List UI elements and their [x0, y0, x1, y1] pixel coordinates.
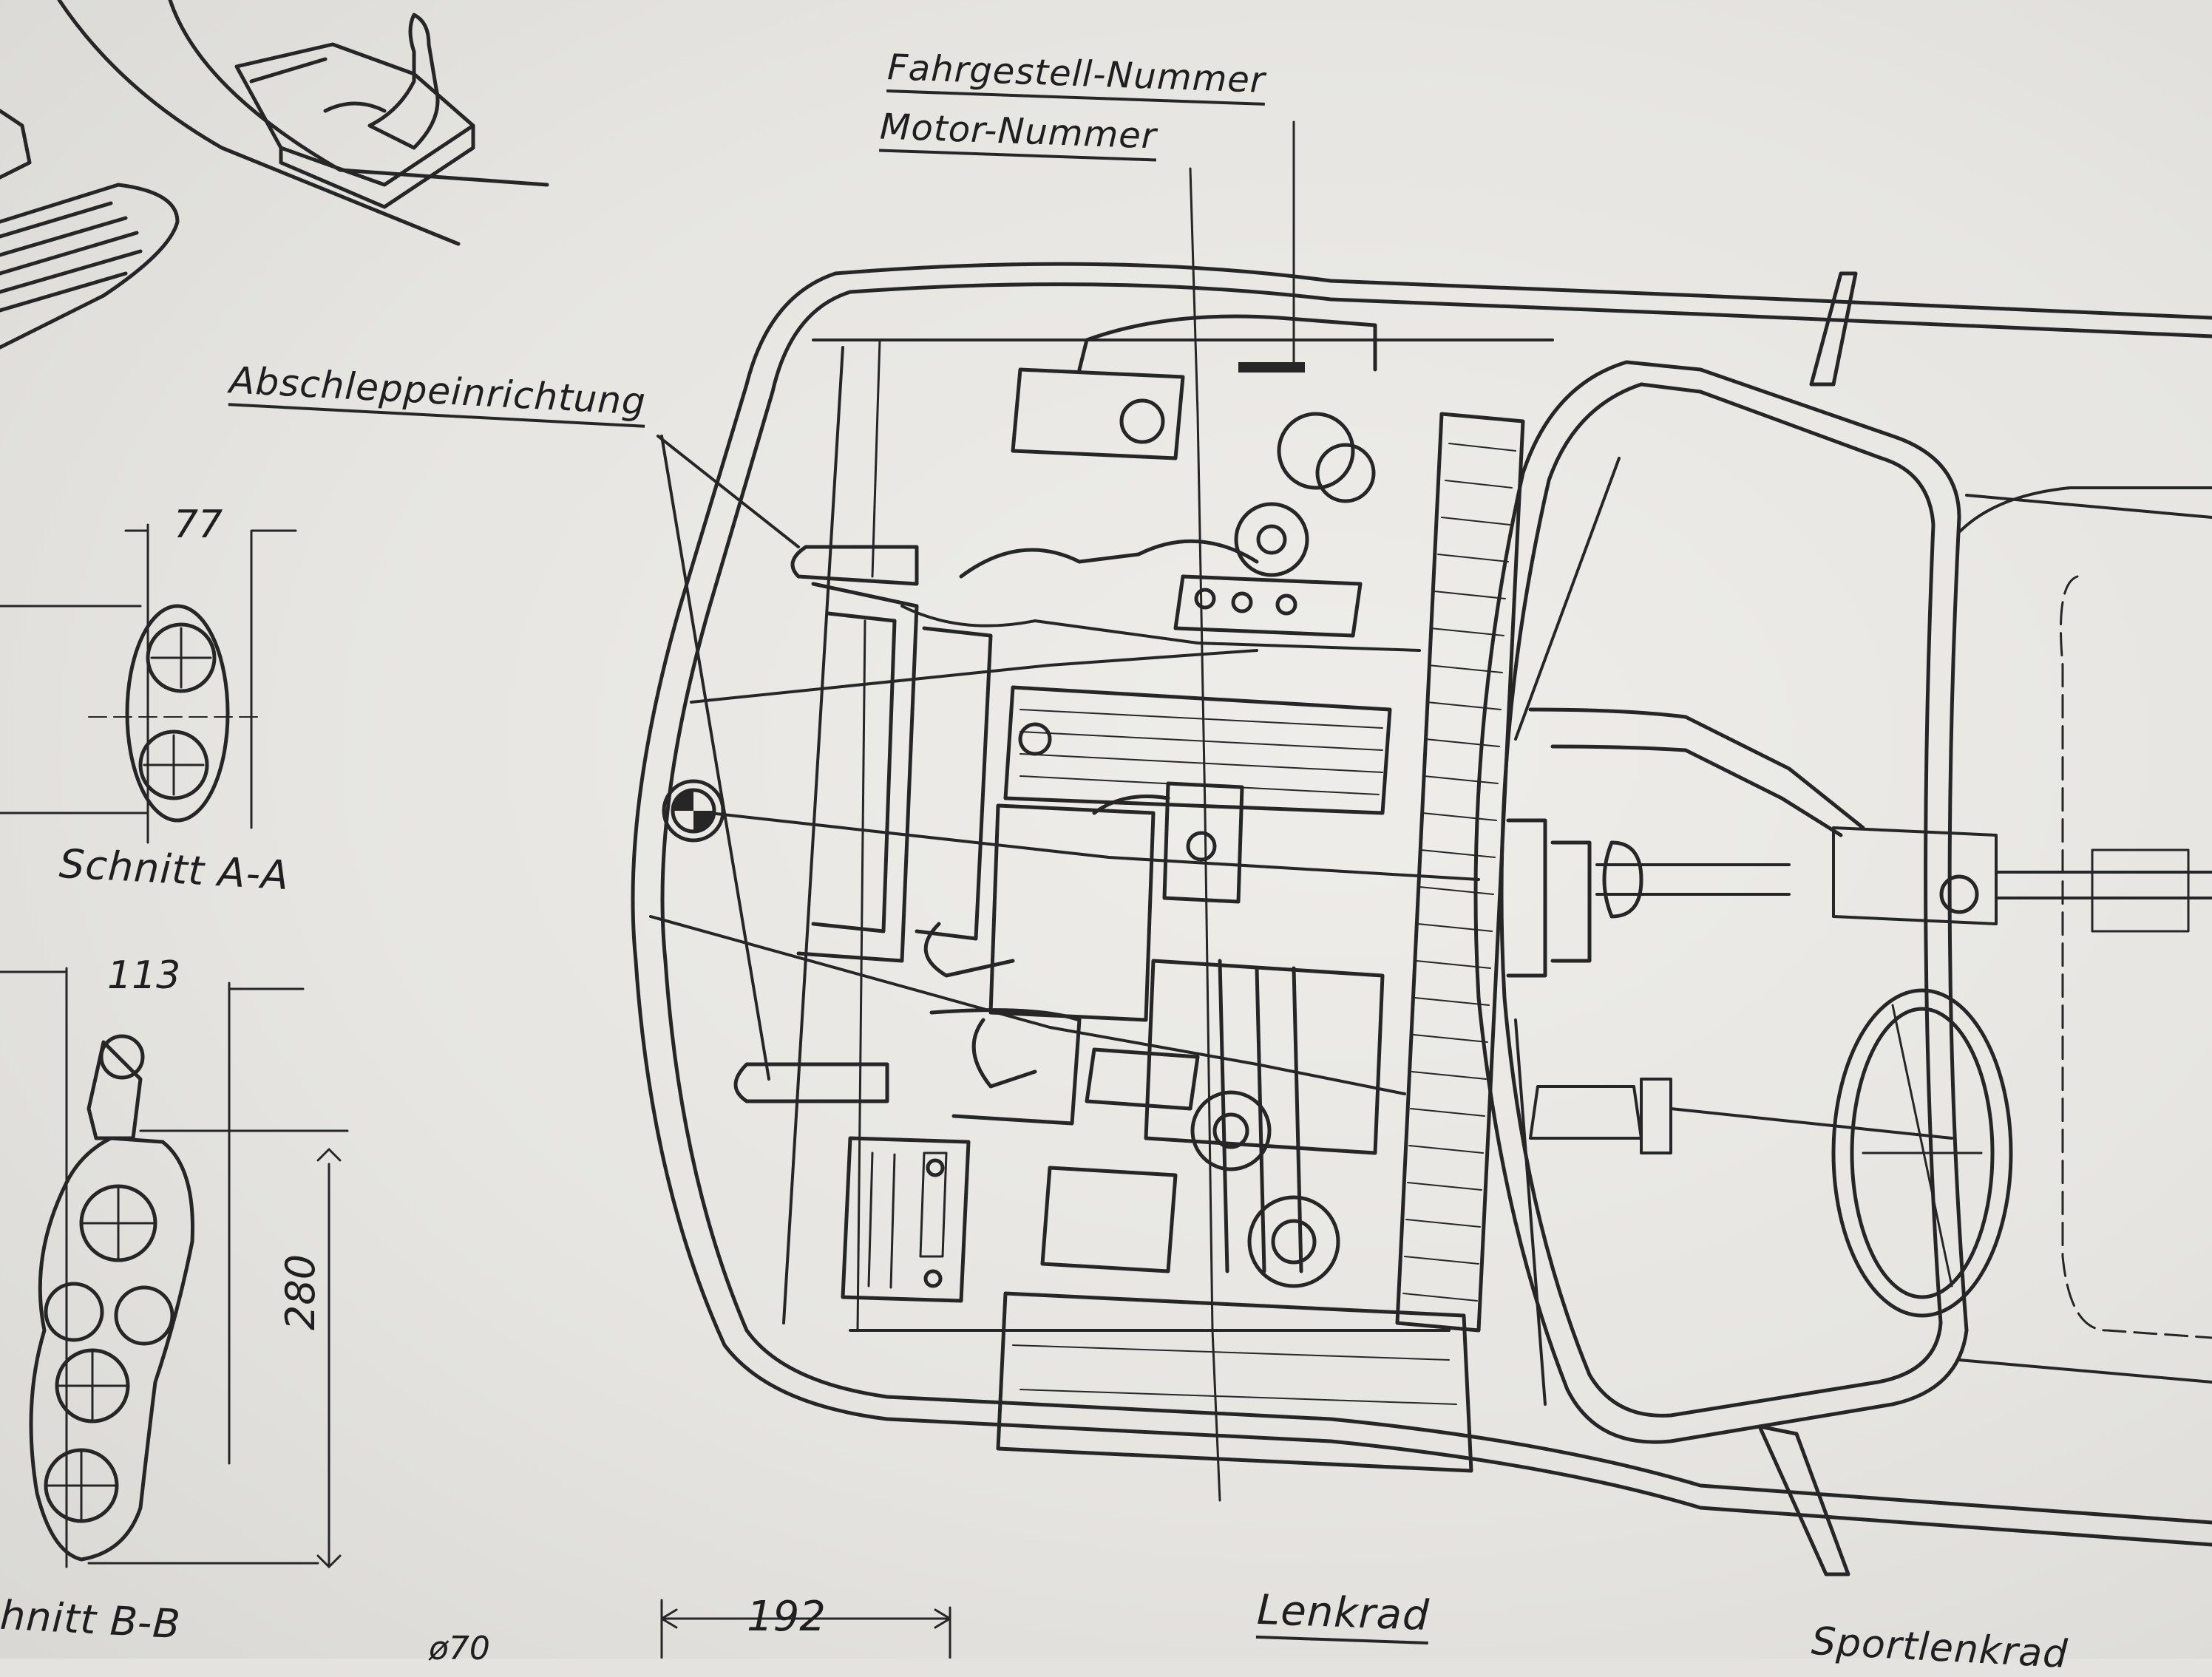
engine-number-label: Motor-Nummer	[879, 106, 1158, 162]
pedal-detail	[0, 109, 180, 350]
section-aa-drawing	[0, 523, 297, 844]
section-bb-drawing	[0, 967, 349, 1568]
side-mirrors	[1757, 271, 1858, 1576]
dimension-192-lines	[660, 1599, 951, 1659]
radiator	[1395, 412, 1525, 1333]
frame-rails	[733, 545, 1082, 1126]
steering-wheel-label: Lenkrad	[1255, 1585, 1431, 1645]
dimension-77: 77	[174, 503, 223, 547]
windshield-cabin	[1473, 360, 2212, 1444]
drive-shaft	[1506, 707, 2212, 1154]
roundel-emblem-icon	[662, 779, 725, 843]
section-bb-label: hnitt B-B	[0, 1591, 183, 1648]
steering-wheel-drawing	[1831, 988, 2013, 1318]
dimension-113: 113	[107, 953, 181, 998]
car-body	[631, 262, 2212, 1547]
gearshift-detail	[57, 0, 549, 246]
engine-block	[900, 314, 1421, 1288]
dimension-280: 280	[277, 1254, 324, 1330]
chassis-number-plate	[1238, 362, 1305, 373]
battery-boxes	[841, 1136, 1473, 1473]
dimension-diameter-70: ø70	[429, 1630, 490, 1667]
leader-lines	[649, 120, 1480, 1502]
dimension-192: 192	[747, 1593, 826, 1641]
